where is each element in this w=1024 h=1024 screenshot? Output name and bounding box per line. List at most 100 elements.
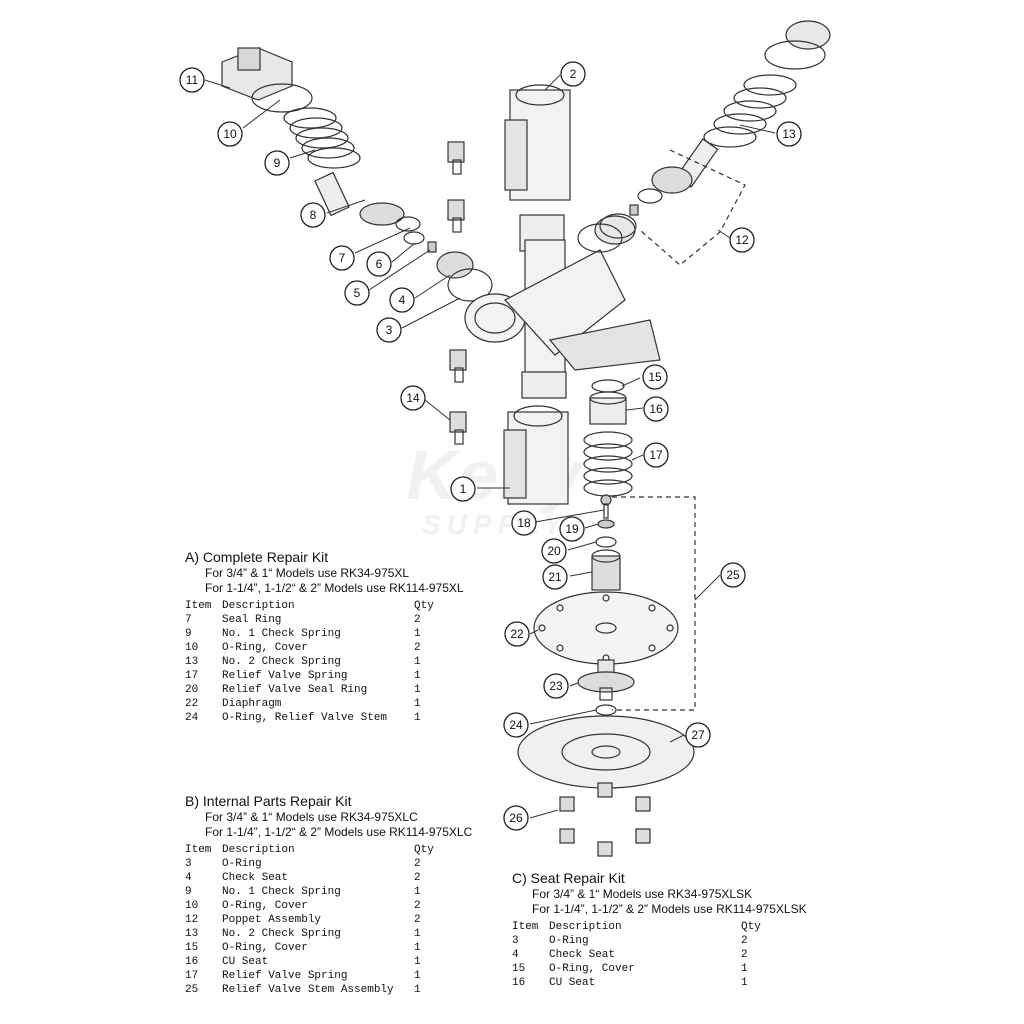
kit-model-line: For 1-1/4”, 1-1/2“ & 2” Models use RK114… [205, 825, 473, 839]
callout-7: 7 [329, 245, 355, 271]
table-cell: 1 [414, 970, 421, 982]
callout-number: 14 [406, 391, 420, 405]
mounting-bolts [559, 782, 651, 857]
callout-number: 23 [549, 679, 563, 693]
callout-5: 5 [344, 280, 370, 306]
callout-number: 9 [274, 156, 281, 170]
callout-number: 1 [460, 482, 467, 496]
table-cell: 7 [185, 614, 192, 626]
callout-circle [366, 251, 392, 277]
column-header: Item [185, 844, 212, 856]
table-cell: 22 [185, 698, 199, 710]
kit-title: A) Complete Repair Kit [185, 549, 329, 565]
callout-19: 19 [559, 516, 585, 542]
table-cell: 1 [414, 942, 421, 954]
left-spring [283, 107, 361, 169]
table-cell: 13 [185, 656, 199, 668]
callout-number: 26 [509, 811, 523, 825]
column-header: Description [222, 844, 295, 856]
callout-circle [542, 564, 568, 590]
callout-number: 21 [548, 570, 562, 584]
table-cell: 1 [414, 928, 421, 940]
callout-number: 12 [735, 233, 749, 247]
kit-title: B) Internal Parts Repair Kit [185, 793, 352, 809]
table-cell: 10 [185, 900, 199, 912]
callout-1: 1 [450, 476, 476, 502]
kit-model-line: For 1-1/4”, 1-1/2” & 2” Models use RK114… [532, 902, 807, 916]
table-cell: 17 [185, 970, 199, 982]
callout-number: 17 [649, 448, 663, 462]
callout-circle [300, 202, 326, 228]
callout-number: 2 [570, 67, 577, 81]
kit-title: C) Seat Repair Kit [512, 870, 625, 886]
callout-10: 10 [217, 121, 243, 147]
kit-model-line: For 3/4” & 1“ Models use RK34-975XLC [205, 810, 418, 824]
left-cover-assembly [221, 47, 493, 302]
column-header: Description [549, 921, 622, 933]
callout-25: 25 [720, 562, 746, 588]
callout-circle [389, 287, 415, 313]
relief-valve-assembly [517, 379, 695, 789]
table-cell: O-Ring [222, 858, 262, 870]
ball-valve-bottom [503, 405, 569, 505]
callout-circle [511, 510, 537, 536]
callout-22: 22 [504, 621, 530, 647]
callout-number: 16 [649, 402, 663, 416]
table-cell: No. 1 Check Spring [222, 886, 341, 898]
callout-17: 17 [643, 442, 669, 468]
table-cell: 1 [414, 698, 421, 710]
table-cell: 2 [414, 872, 421, 884]
test-cocks [447, 141, 467, 445]
callout-number: 18 [517, 516, 531, 530]
callout-circle [541, 538, 567, 564]
table-cell: 2 [414, 914, 421, 926]
table-cell: 20 [185, 684, 199, 696]
callout-number: 10 [223, 127, 237, 141]
table-cell: O-Ring, Cover [222, 900, 308, 912]
table-cell: 1 [414, 712, 421, 724]
table-cell: 3 [512, 935, 519, 947]
column-header: Item [185, 600, 212, 612]
table-cell: 2 [414, 614, 421, 626]
callout-circle [685, 722, 711, 748]
callout-27: 27 [685, 722, 711, 748]
callout-number: 15 [648, 370, 662, 384]
column-header: Item [512, 921, 539, 933]
table-cell: 4 [512, 949, 519, 961]
ball-valve-top [504, 84, 571, 201]
callout-circle [179, 67, 205, 93]
callout-15: 15 [642, 364, 668, 390]
kit-model-line: For 3/4” & 1“ Models use RK34-975XLSK [532, 887, 753, 901]
kit-model-line: For 3/4” & 1“ Models use RK34-975XL [205, 566, 410, 580]
callout-26: 26 [503, 805, 529, 831]
bracket-12 [639, 149, 746, 266]
callout-circle [504, 621, 530, 647]
callout-circle [643, 396, 669, 422]
table-cell: 12 [185, 914, 199, 926]
column-header: Description [222, 600, 295, 612]
callout-circle [329, 245, 355, 271]
table-cell: 15 [512, 963, 526, 975]
callout-number: 20 [547, 544, 561, 558]
table-cell: 16 [512, 977, 526, 989]
callout-circle [642, 364, 668, 390]
column-header: Qty [414, 844, 434, 856]
callout-6: 6 [366, 251, 392, 277]
table-cell: O-Ring, Cover [222, 642, 308, 654]
table-cell: Seal Ring [222, 614, 282, 626]
